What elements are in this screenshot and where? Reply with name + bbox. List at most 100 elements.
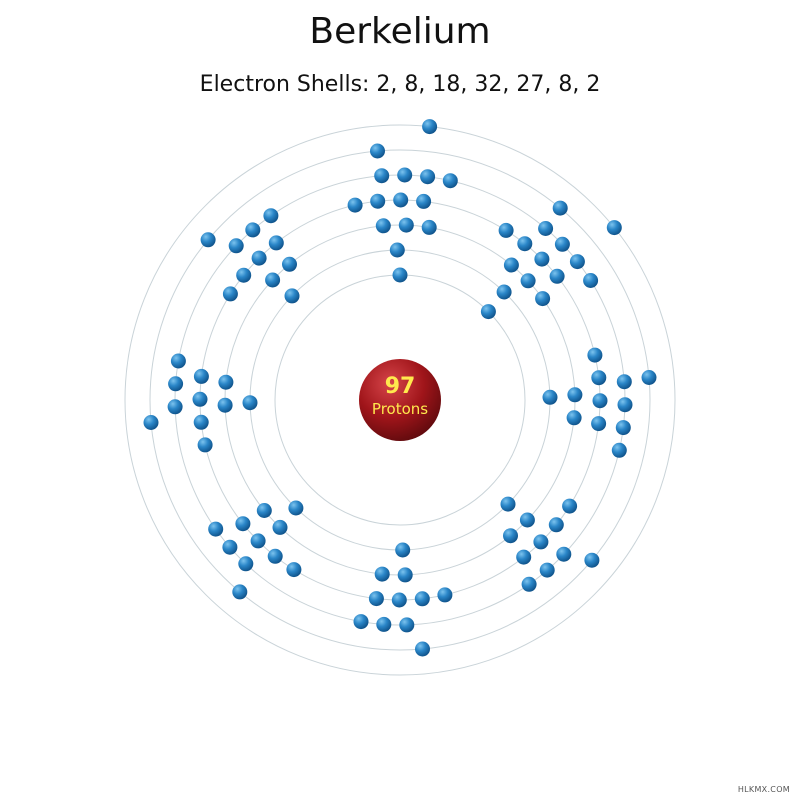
electron	[533, 534, 549, 550]
electron	[256, 503, 272, 518]
electron	[587, 347, 603, 363]
electron	[422, 119, 438, 135]
electron	[414, 591, 430, 607]
electron	[503, 257, 519, 273]
electron	[217, 397, 233, 413]
electron	[398, 217, 414, 233]
electron	[265, 272, 281, 288]
electron	[592, 393, 608, 409]
electron	[193, 414, 209, 430]
electron	[250, 533, 266, 549]
electron	[397, 167, 413, 183]
electron	[534, 251, 550, 267]
electron	[238, 556, 254, 572]
electron	[193, 368, 209, 384]
electron	[538, 221, 554, 236]
electron	[392, 267, 408, 283]
electron	[236, 267, 252, 283]
electron-group	[143, 119, 657, 657]
electron	[616, 374, 632, 390]
electron	[376, 616, 392, 632]
element-name-title: Berkelium	[309, 11, 491, 52]
electron	[503, 528, 518, 544]
electron	[562, 498, 578, 514]
electron	[583, 273, 599, 288]
electron	[498, 222, 514, 238]
electron	[539, 562, 555, 578]
electron	[374, 566, 390, 582]
electron	[399, 617, 415, 633]
orbit-ring-7	[124, 124, 676, 676]
electron	[263, 208, 279, 224]
electron	[222, 286, 238, 302]
electron	[521, 576, 537, 592]
electron	[569, 254, 585, 270]
electron	[615, 420, 631, 436]
electron	[168, 376, 184, 392]
electron	[554, 236, 570, 252]
electron	[272, 519, 288, 535]
electron	[442, 173, 458, 189]
electron	[251, 250, 267, 266]
electron	[617, 397, 633, 413]
electron	[480, 304, 496, 320]
electron	[393, 192, 409, 208]
electron	[584, 552, 600, 568]
electron	[208, 521, 224, 537]
proton-label: Protons	[372, 400, 428, 418]
electron	[353, 614, 369, 630]
proton-count: 97	[385, 374, 416, 399]
electron	[516, 549, 532, 565]
electron	[641, 370, 657, 385]
electron	[567, 387, 583, 403]
electron	[235, 516, 251, 532]
electron	[415, 641, 430, 657]
electron	[420, 169, 436, 185]
electron	[542, 389, 558, 405]
electron	[389, 242, 405, 258]
electron	[591, 416, 607, 432]
electron	[556, 546, 572, 562]
electron	[167, 399, 183, 415]
electron	[245, 222, 261, 238]
electron	[421, 219, 437, 235]
electron	[370, 143, 385, 159]
electron	[282, 256, 297, 272]
electron	[416, 193, 432, 209]
electron	[566, 410, 582, 426]
electron	[374, 168, 390, 184]
nucleus-sphere	[359, 359, 441, 441]
electron	[143, 415, 159, 430]
electron	[391, 592, 407, 608]
electron	[268, 235, 284, 251]
electron	[370, 193, 386, 209]
electron	[218, 374, 234, 390]
electron	[222, 539, 238, 555]
electron	[395, 542, 411, 558]
electron	[192, 391, 208, 407]
electron	[242, 395, 258, 411]
electron	[606, 220, 622, 236]
electron	[368, 591, 384, 607]
electron-shells-subtitle: Electron Shells: 2, 8, 18, 32, 27, 8, 2	[199, 72, 601, 97]
electron	[611, 442, 627, 458]
electron	[228, 238, 244, 254]
electron	[517, 236, 533, 252]
electron	[552, 200, 568, 216]
electron	[535, 291, 551, 307]
electron	[200, 232, 216, 248]
nucleus: 97 Protons	[359, 359, 441, 441]
electron	[375, 218, 391, 234]
electron	[437, 587, 453, 603]
electron	[548, 517, 564, 533]
electron	[519, 512, 535, 528]
electron	[397, 567, 413, 583]
electron	[267, 548, 283, 564]
electron	[549, 268, 565, 284]
electron	[520, 273, 536, 289]
electron	[591, 370, 607, 386]
electron	[170, 353, 186, 369]
electron	[284, 288, 300, 304]
